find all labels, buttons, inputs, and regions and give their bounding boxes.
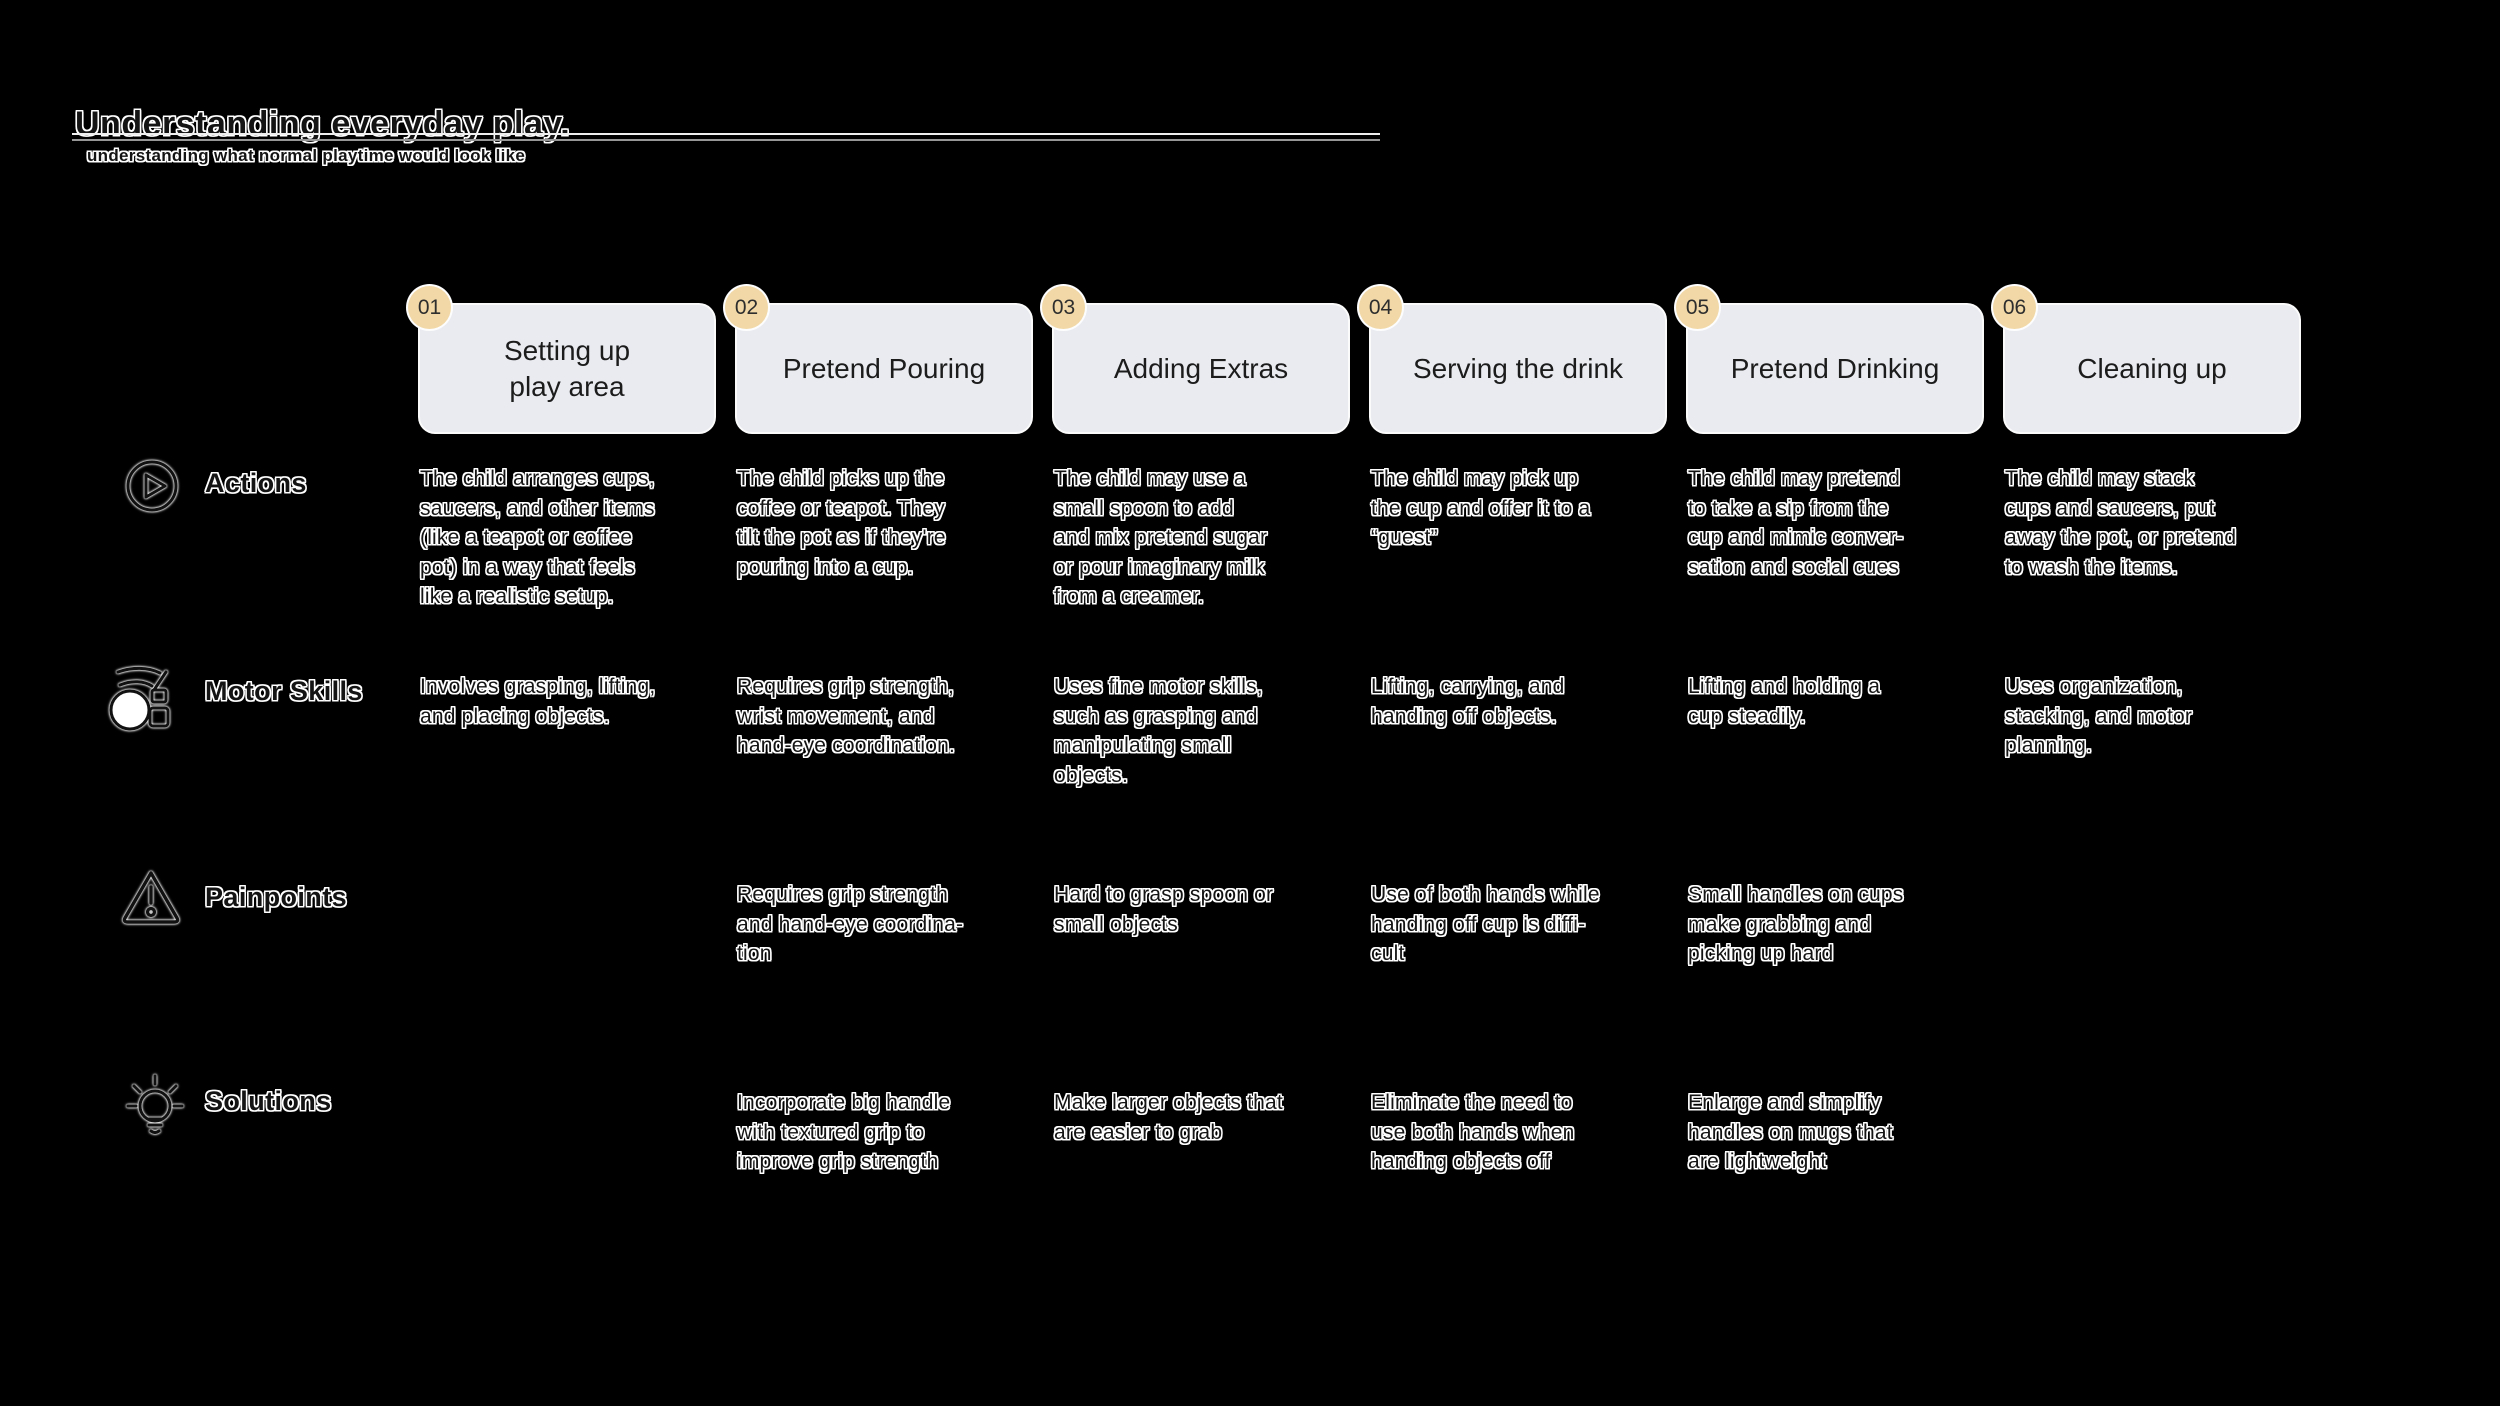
painpoints-row: Requires grip strength and hand-eye coor… bbox=[420, 880, 2299, 969]
actions-cell-3: The child may use a small spoon to add a… bbox=[1054, 467, 1268, 608]
motor-cell-2: Requires grip strength, wrist movement, … bbox=[737, 675, 956, 757]
title-underline bbox=[72, 133, 1380, 141]
stage-card-4: 04 Serving the drink bbox=[1359, 286, 1665, 432]
actions-cell-4: The child may pick up the cup and offer … bbox=[1371, 467, 1591, 549]
grasping-hand-icon bbox=[104, 660, 182, 739]
stage-title: Adding Extras bbox=[1113, 352, 1289, 384]
solutions-cell-1 bbox=[420, 1088, 714, 1177]
solutions-cell-5: Enlarge and simplify handles on mugs tha… bbox=[1688, 1091, 1893, 1173]
motor-cell-5: Lifting and holding a cup steadily. bbox=[1688, 675, 1881, 728]
warning-triangle-icon bbox=[120, 868, 182, 931]
painpoints-cell-6 bbox=[2005, 880, 2299, 969]
solutions-cell-6 bbox=[2005, 1088, 2299, 1177]
stage-number-badge: 04 bbox=[1359, 286, 1402, 329]
actions-cell-1: The child arranges cups, saucers, and ot… bbox=[420, 467, 655, 608]
row-label-painpoints: Painpoints bbox=[205, 882, 348, 912]
painpoints-cell-1 bbox=[420, 880, 714, 969]
painpoints-cell-3: Hard to grasp spoon or small objects bbox=[1054, 883, 1274, 936]
stage-number-badge: 02 bbox=[725, 286, 768, 329]
motor-cell-1: Involves grasping, lifting, and placing … bbox=[420, 675, 656, 728]
page-subtitle: understanding what normal playtime would… bbox=[87, 146, 526, 165]
row-label-solutions: Solutions bbox=[205, 1086, 332, 1116]
actions-cell-2: The child picks up the coffee or teapot.… bbox=[737, 467, 946, 579]
actions-row: The child arranges cups, saucers, and ot… bbox=[420, 464, 2299, 612]
stage-title: Pretend Drinking bbox=[1730, 352, 1940, 384]
stage-title: Cleaning up bbox=[2077, 352, 2227, 384]
play-circle-icon bbox=[124, 458, 180, 519]
motor-cell-4: Lifting, carrying, and handing off objec… bbox=[1371, 675, 1565, 728]
motor-cell-6: Uses organization, stacking, and motor p… bbox=[2005, 675, 2193, 757]
stage-title: Serving the drink bbox=[1412, 352, 1624, 384]
motor-cell-3: Uses fine motor skills, such as grasping… bbox=[1054, 675, 1263, 787]
stage-number-badge: 05 bbox=[1676, 286, 1719, 329]
stage-header-row: 01 Setting up play area 02 Pretend Pouri… bbox=[408, 286, 2299, 432]
painpoints-cell-4: Use of both hands while handing off cup … bbox=[1371, 883, 1600, 965]
lightbulb-icon bbox=[124, 1072, 186, 1143]
stage-card-2: 02 Pretend Pouring bbox=[725, 286, 1031, 432]
solutions-cell-2: Incorporate big handle with textured gri… bbox=[737, 1091, 951, 1173]
stage-number-badge: 03 bbox=[1042, 286, 1085, 329]
stage-title: Pretend Pouring bbox=[782, 352, 986, 384]
solutions-cell-4: Eliminate the need to use both hands whe… bbox=[1371, 1091, 1575, 1173]
stage-card-3: 03 Adding Extras bbox=[1042, 286, 1348, 432]
painpoints-cell-5: Small handles on cups make grabbing and … bbox=[1688, 883, 1904, 965]
page-title: Understanding everyday play. bbox=[75, 104, 571, 143]
stage-card-5: 05 Pretend Drinking bbox=[1676, 286, 1982, 432]
actions-cell-5: The child may pretend to take a sip from… bbox=[1688, 467, 1904, 579]
solutions-row: Incorporate big handle with textured gri… bbox=[420, 1088, 2299, 1177]
stage-title: Setting up play area bbox=[503, 334, 631, 402]
painpoints-cell-2: Requires grip strength and hand-eye coor… bbox=[737, 883, 964, 965]
stage-number-badge: 01 bbox=[408, 286, 451, 329]
stage-card-6: 06 Cleaning up bbox=[1993, 286, 2299, 432]
stage-number-badge: 06 bbox=[1993, 286, 2036, 329]
stage-card-1: 01 Setting up play area bbox=[408, 286, 714, 432]
row-label-motor-skills: Motor Skills bbox=[205, 676, 363, 706]
solutions-cell-3: Make larger objects that are easier to g… bbox=[1054, 1091, 1283, 1144]
actions-cell-6: The child may stack cups and saucers, pu… bbox=[2005, 467, 2237, 579]
motor-skills-row: Involves grasping, lifting, and placing … bbox=[420, 672, 2299, 790]
row-label-actions: Actions bbox=[205, 468, 307, 498]
